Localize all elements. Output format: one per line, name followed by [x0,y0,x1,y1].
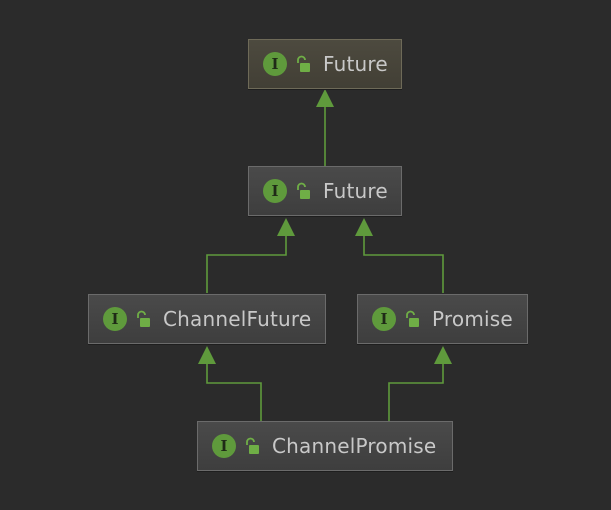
arrowhead-future-left [277,218,295,236]
edge-promise-to-future [363,233,444,293]
arrowhead-channelfuture [198,346,216,364]
node-label: ChannelFuture [163,307,312,331]
edge-channelfuture-to-future [206,233,287,293]
interface-icon: I [372,307,396,331]
arrowhead-promise [434,346,452,364]
edge-channelpromise-to-promise [388,361,444,421]
interface-icon: I [212,434,236,458]
unlocked-icon [137,310,150,327]
node-label: ChannelPromise [272,434,437,458]
edge-channelpromise-to-channelfuture [206,361,262,421]
interface-icon: I [263,52,287,76]
node-channel-future[interactable]: I ChannelFuture [88,294,326,344]
node-label: Future [323,52,388,76]
node-channel-promise[interactable]: I ChannelPromise [197,421,453,471]
unlocked-icon [297,182,310,199]
node-label: Promise [432,307,513,331]
node-promise[interactable]: I Promise [357,294,528,344]
node-future[interactable]: I Future [248,166,402,216]
arrowhead-future-right [355,218,373,236]
unlocked-icon [406,310,419,327]
interface-icon: I [103,307,127,331]
node-future-root[interactable]: I Future [248,39,402,89]
arrowhead-future-root [316,89,334,107]
unlocked-icon [297,55,310,72]
interface-icon: I [263,179,287,203]
node-label: Future [323,179,388,203]
unlocked-icon [246,437,259,454]
